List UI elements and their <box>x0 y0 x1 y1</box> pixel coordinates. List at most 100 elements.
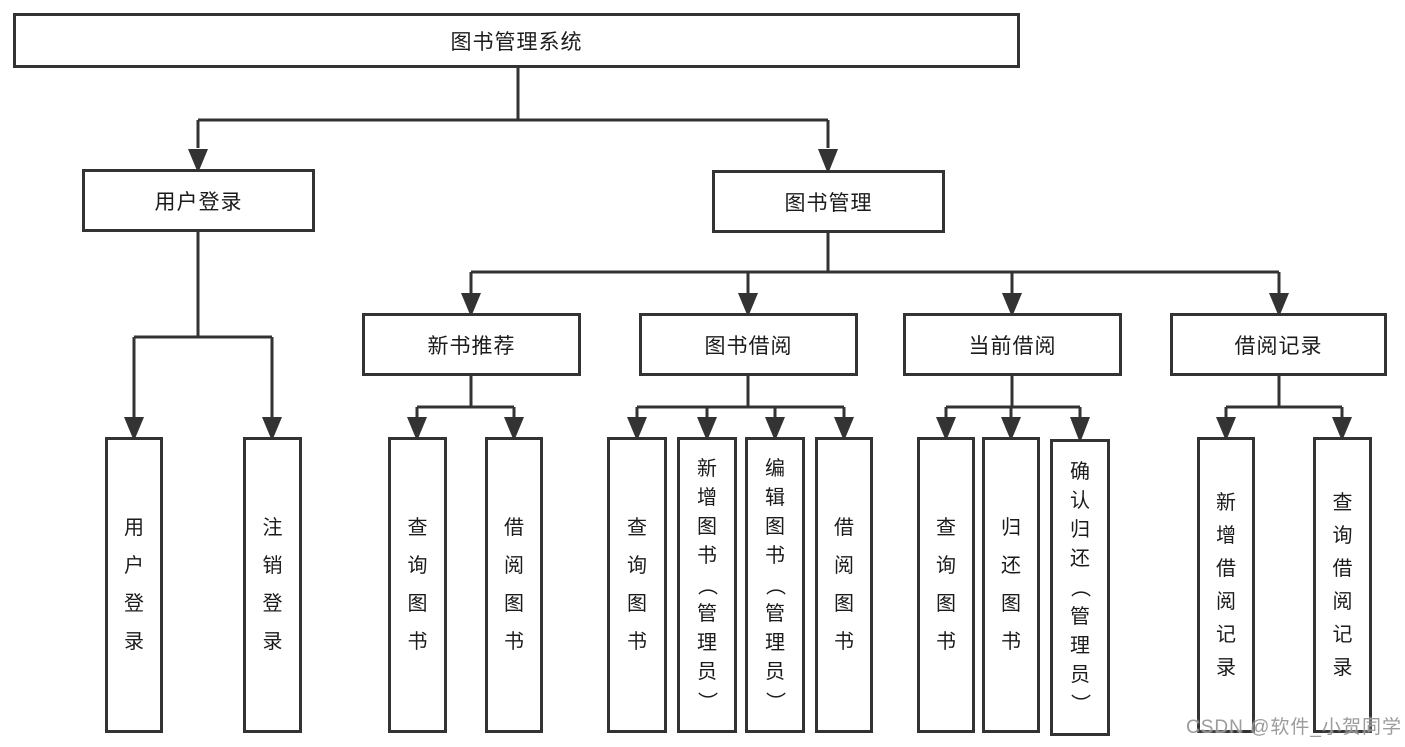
leaf-label-char: ） <box>696 691 718 711</box>
arrow-down-icon <box>1002 293 1022 317</box>
arrow-down-icon <box>1332 417 1352 441</box>
node-user-login: 用户登录 <box>82 169 315 232</box>
leaf-label-char: 图 <box>765 516 785 538</box>
node-current-borrowing: 当前借阅 <box>903 313 1122 376</box>
leaf-records-add-record: 新增借阅记录 <box>1197 437 1255 733</box>
leaf-label-char: 管 <box>765 603 785 625</box>
leaf-label-char: 询 <box>407 555 428 577</box>
leaf-label-char: 询 <box>936 555 956 577</box>
leaf-label-char: 借 <box>1332 557 1353 580</box>
leaf-label-char: 员 <box>697 661 717 683</box>
node-book-borrowing: 图书借阅 <box>639 313 858 376</box>
arrow-down-icon <box>407 417 427 441</box>
leaf-borrow-edit-books-admin: 编辑图书（管理员） <box>745 437 805 733</box>
leaf-label-char: 查 <box>1332 491 1353 514</box>
leaf-label-char: 书 <box>697 545 717 567</box>
leaf-label-char: 录 <box>1216 656 1236 679</box>
leaf-label-char: 认 <box>1070 489 1090 512</box>
arrow-down-icon <box>627 417 647 441</box>
leaf-label-char: 书 <box>407 631 428 653</box>
leaf-label-char: 管 <box>697 603 717 625</box>
leaf-label-char: 归 <box>1070 518 1090 541</box>
node-library-management-system: 图书管理系统 <box>13 13 1020 68</box>
leaf-logout-login: 注销登录 <box>243 437 302 733</box>
leaf-label-char: 阅 <box>504 555 524 577</box>
leaf-current-query-books: 查询图书 <box>917 437 975 733</box>
leaf-label-char: 归 <box>1001 517 1021 539</box>
leaf-label-char: 阅 <box>834 555 854 577</box>
leaf-label-char: 询 <box>1332 524 1353 547</box>
leaf-user-login: 用户登录 <box>105 437 163 733</box>
leaf-label-char: 销 <box>262 555 283 577</box>
arrow-down-icon <box>818 149 838 174</box>
watermark: CSDN @软件_小贺同学 <box>1186 717 1402 738</box>
leaf-label-char: 户 <box>124 555 144 577</box>
leaf-label-char: 增 <box>697 487 717 509</box>
leaf-label-char: 确 <box>1070 460 1090 483</box>
arrow-down-icon <box>504 417 524 441</box>
leaf-label-char: 记 <box>1332 623 1353 646</box>
leaf-newbook-borrow-books: 借阅图书 <box>485 437 543 733</box>
leaf-label-char: ） <box>1069 693 1091 714</box>
node-borrowing-records: 借阅记录 <box>1170 313 1387 376</box>
leaf-newbook-query-books: 查询图书 <box>388 437 447 733</box>
leaf-label-char: 编 <box>765 458 785 480</box>
arrow-down-icon <box>1001 417 1021 441</box>
leaf-label-char: 管 <box>1070 605 1090 628</box>
leaf-label-char: （ <box>696 575 718 595</box>
leaf-label-char: 新 <box>1216 491 1236 514</box>
leaf-label-char: 记 <box>1216 623 1236 646</box>
node-label: 当前借阅 <box>968 334 1057 358</box>
arrow-down-icon <box>188 149 208 173</box>
leaf-label-char: 图 <box>1001 593 1021 615</box>
leaf-label-char: 录 <box>1332 656 1353 679</box>
arrow-down-icon <box>124 417 144 441</box>
leaf-label-char: 录 <box>262 631 283 653</box>
node-label: 图书借阅 <box>704 334 793 358</box>
leaf-label-char: 借 <box>1216 557 1236 580</box>
arrow-down-icon <box>262 417 282 441</box>
leaf-borrow-borrow-books: 借阅图书 <box>815 437 873 733</box>
leaf-label-char: 书 <box>627 631 647 653</box>
arrowheads <box>124 149 1352 443</box>
leaf-label-char: 图 <box>936 593 956 615</box>
leaf-label-char: （ <box>764 575 786 595</box>
arrow-down-icon <box>738 293 758 317</box>
leaf-label-char: 查 <box>936 517 956 539</box>
node-label: 借阅记录 <box>1234 334 1323 358</box>
leaf-label-char: 理 <box>697 632 717 654</box>
leaf-label-char: 图 <box>504 593 524 615</box>
leaf-label-char: 书 <box>504 631 524 653</box>
leaf-label-char: 辑 <box>765 487 785 509</box>
leaf-label-char: 增 <box>1216 524 1236 547</box>
node-label: 用户登录 <box>154 190 243 214</box>
node-label: 新书推荐 <box>427 334 516 358</box>
leaf-label-char: 员 <box>1070 663 1090 686</box>
leaf-label-char: 阅 <box>1216 590 1236 613</box>
leaf-label-char: 查 <box>627 517 647 539</box>
leaf-label-char: 新 <box>697 458 717 480</box>
arrow-down-icon <box>1269 293 1289 317</box>
arrow-down-icon <box>461 293 481 317</box>
leaf-current-return-books: 归还图书 <box>982 437 1040 733</box>
leaf-label-char: 图 <box>834 593 854 615</box>
leaf-label-char: （ <box>1069 577 1091 598</box>
leaf-records-query-record: 查询借阅记录 <box>1313 437 1372 733</box>
connector-paths <box>132 68 1344 418</box>
leaf-label-char: 图 <box>627 593 647 615</box>
leaf-label-char: 阅 <box>1332 590 1353 613</box>
leaf-label-char: 录 <box>124 631 144 653</box>
leaf-label-char: 图 <box>407 593 428 615</box>
leaf-label-char: 用 <box>124 517 144 539</box>
leaf-label-char: 书 <box>765 545 785 567</box>
leaf-label-char: 询 <box>627 555 647 577</box>
leaf-label-char: 登 <box>124 593 144 615</box>
node-label: 图书管理 <box>784 191 873 215</box>
leaf-label-char: 书 <box>936 631 956 653</box>
leaf-label-char: ） <box>764 691 786 711</box>
leaf-label-char: 注 <box>262 517 283 539</box>
arrow-down-icon <box>936 417 956 441</box>
leaf-borrow-add-books-admin: 新增图书（管理员） <box>677 437 737 733</box>
